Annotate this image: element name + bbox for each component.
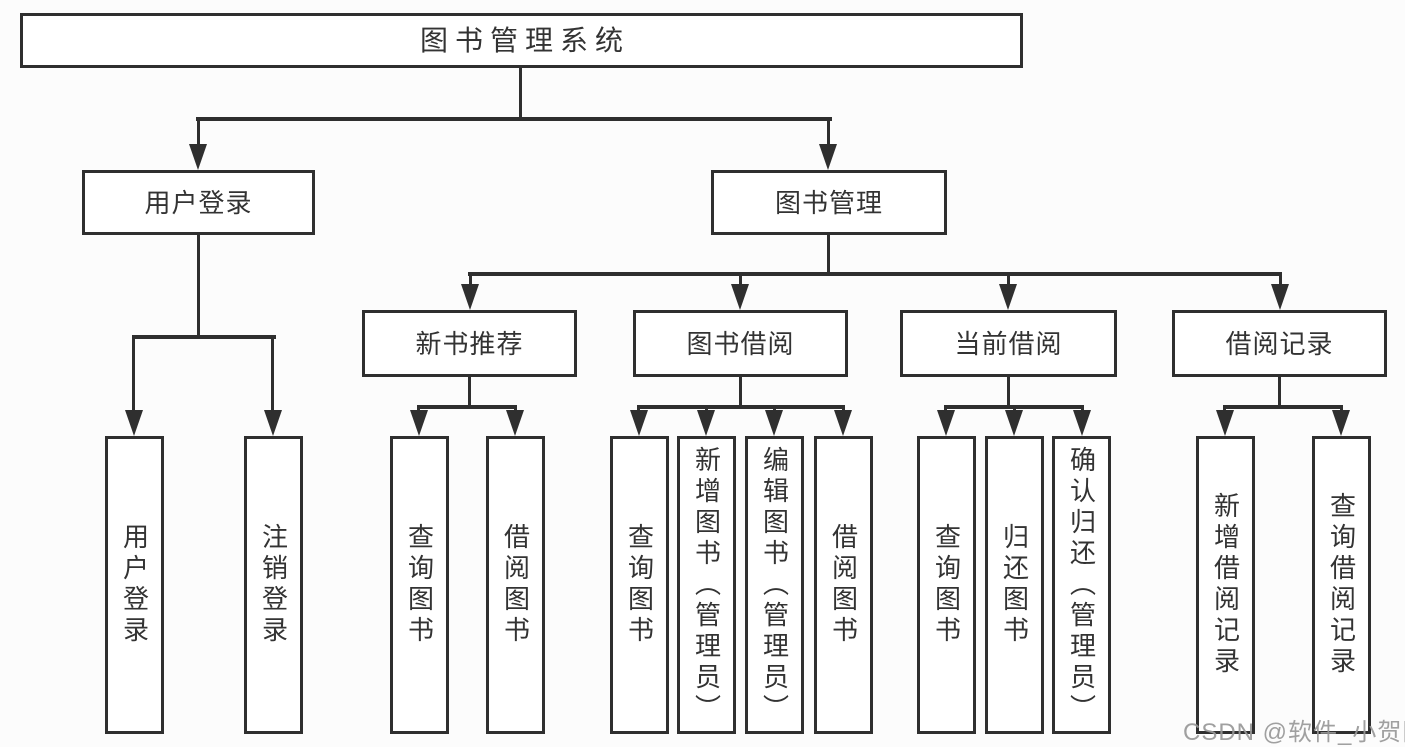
arrow-down-icon [1005,410,1023,436]
arrow-down-icon [1271,284,1289,310]
arrow-down-icon [189,144,207,170]
arrow-down-icon [1073,410,1091,436]
connector-line [1223,405,1343,409]
node-label: 借阅记录 [1225,328,1334,359]
connector-line [196,117,832,121]
node-label: 图书借阅 [686,328,795,359]
node-label: 注销登录 [258,523,289,647]
connector-line [827,117,830,147]
arrow-down-icon [697,410,715,436]
node-root-library-management-system: 图书管理系统 [20,13,1023,68]
connector-line [739,377,742,408]
node-label: 查询图书 [624,523,655,647]
arrow-down-icon [1216,410,1234,436]
node-leaf-query-borrow-record: 查询借阅记录 [1312,436,1371,734]
connector-line [469,272,472,286]
node-leaf-confirm-return-admin: 确认归还（管理员） [1052,436,1111,734]
connector-line [468,377,471,408]
node-leaf-user-login: 用户登录 [105,436,164,734]
node-leaf-logout: 注销登录 [244,436,303,734]
node-leaf-add-borrow-record: 新增借阅记录 [1196,436,1255,734]
arrow-down-icon [264,410,282,436]
node-label: 当前借阅 [954,328,1063,359]
connector-line [1279,272,1282,286]
node-label: 图书管理系统 [419,24,630,56]
node-label: 新书推荐 [415,328,524,359]
arrow-down-icon [819,144,837,170]
connector-line [827,235,830,276]
node-book-borrowing: 图书借阅 [633,310,848,377]
arrow-down-icon [125,410,143,436]
node-current-borrowing: 当前借阅 [900,310,1117,377]
node-book-management: 图书管理 [711,170,947,235]
node-label: 借阅图书 [500,523,531,647]
node-leaf-borrow-books: 借阅图书 [814,436,873,734]
node-leaf-borrow-books-recommend: 借阅图书 [486,436,545,734]
node-label: 图书管理 [774,187,883,218]
arrow-down-icon [834,410,852,436]
node-user-login: 用户登录 [82,170,315,235]
node-label: 新增借阅记录 [1210,492,1241,678]
connector-line [197,117,200,147]
connector-line [468,272,1282,276]
connector-line [1007,377,1010,408]
node-label: 查询图书 [404,523,435,647]
connector-line [417,405,517,409]
connector-line [1278,377,1281,408]
node-label: 用户登录 [119,523,150,647]
node-borrowing-records: 借阅记录 [1172,310,1387,377]
connector-line [739,272,742,286]
node-leaf-query-books-borrow: 查询图书 [610,436,669,734]
arrow-down-icon [410,410,428,436]
arrow-down-icon [765,410,783,436]
node-leaf-edit-books-admin: 编辑图书（管理员） [745,436,804,734]
connector-line [132,335,135,413]
node-label: 新增图书（管理员） [691,445,722,725]
node-label: 借阅图书 [828,523,859,647]
arrow-down-icon [630,410,648,436]
connector-line [519,68,522,119]
node-leaf-query-books-recommend: 查询图书 [390,436,449,734]
connector-line [637,405,845,409]
node-label: 确认归还（管理员） [1066,445,1097,725]
arrow-down-icon [506,410,524,436]
node-label: 查询图书 [931,523,962,647]
node-label: 用户登录 [144,187,253,218]
node-new-book-recommendation: 新书推荐 [362,310,577,377]
node-label: 编辑图书（管理员） [759,445,790,725]
connector-line [132,335,276,339]
connector-line [197,235,200,338]
arrow-down-icon [937,410,955,436]
node-leaf-query-books-current: 查询图书 [917,436,976,734]
csdn-watermark: CSDN @软件_小贺同学 [1183,719,1405,746]
arrow-down-icon [731,284,749,310]
connector-line [1007,272,1010,286]
arrow-down-icon [999,284,1017,310]
node-leaf-add-books-admin: 新增图书（管理员） [677,436,736,734]
arrow-down-icon [461,284,479,310]
node-label: 查询借阅记录 [1326,492,1357,678]
connector-line [271,335,274,413]
node-leaf-return-books: 归还图书 [985,436,1044,734]
node-label: 归还图书 [999,523,1030,647]
arrow-down-icon [1332,410,1350,436]
